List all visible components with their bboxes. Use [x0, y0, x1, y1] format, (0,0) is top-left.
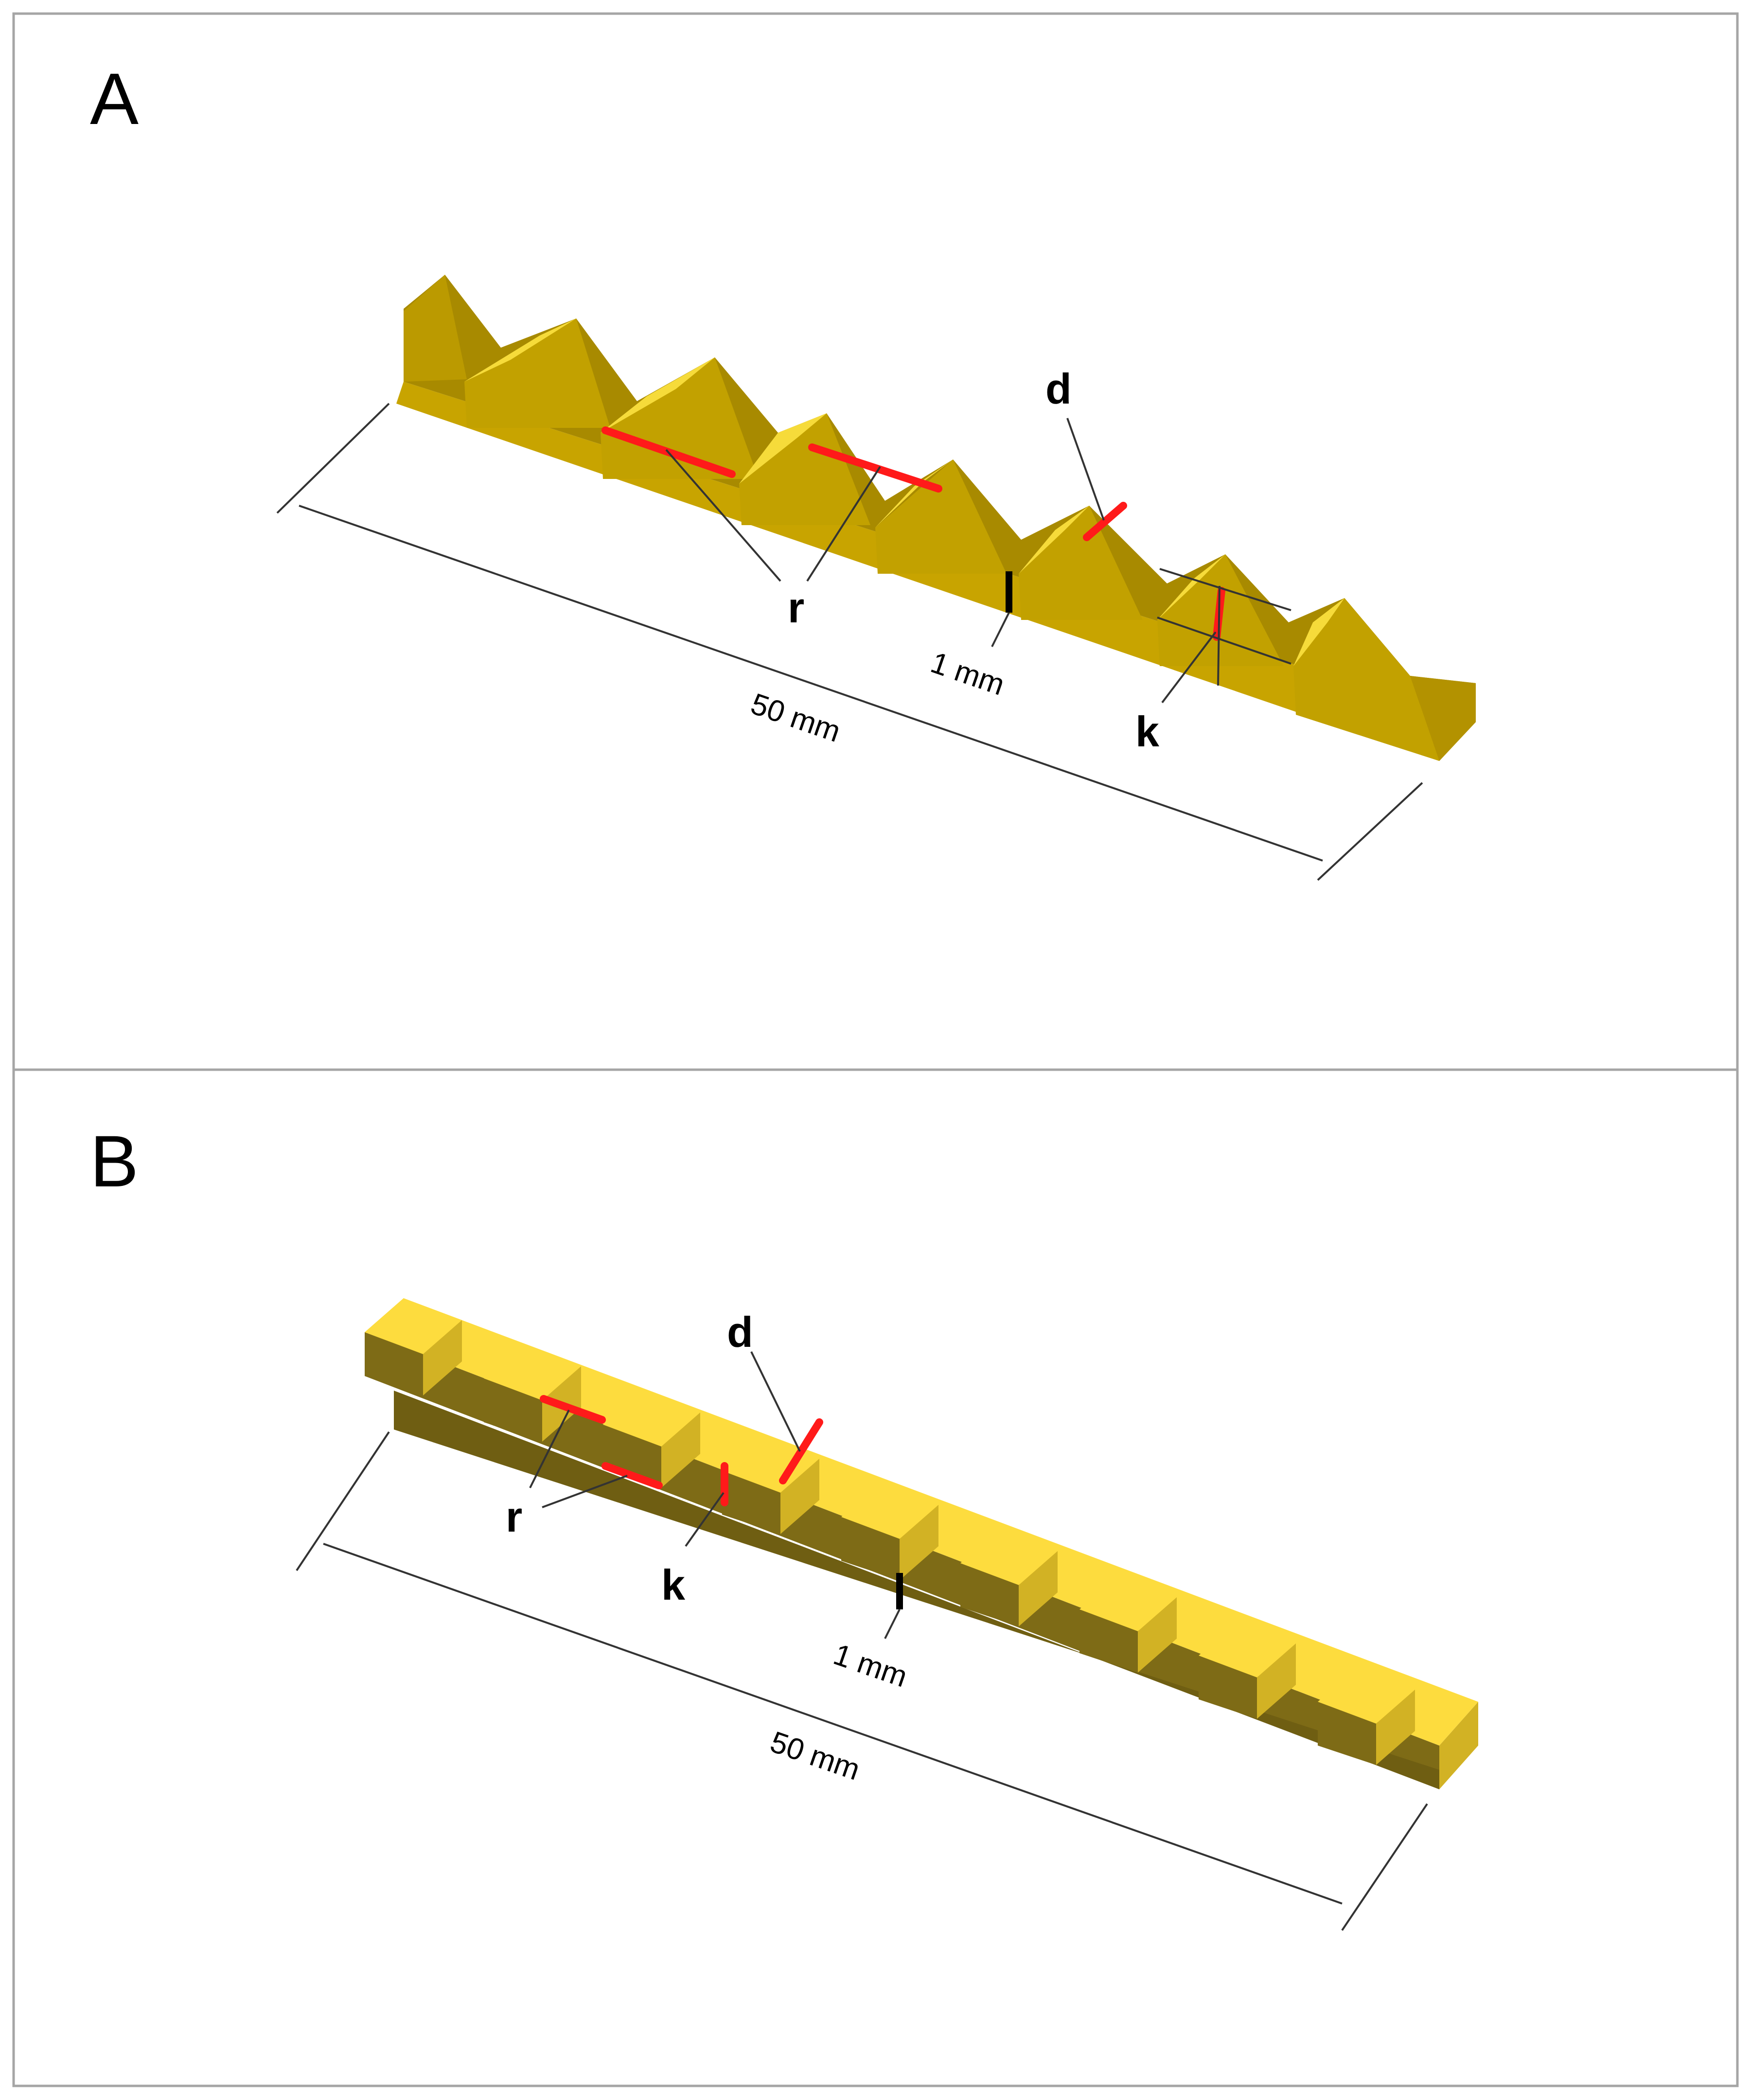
b-length-dim-left — [296, 1431, 390, 1571]
tooth-b-3-side — [661, 1412, 700, 1488]
tooth-b-9-front — [1318, 1702, 1376, 1765]
d-leader — [1066, 418, 1105, 521]
square-teeth — [365, 1298, 1415, 1765]
b-r-segment-2 — [601, 1462, 663, 1489]
bar-end-cap — [1410, 676, 1476, 761]
tooth-b-5-top — [841, 1483, 938, 1539]
bar-b-end-cap — [1439, 1702, 1478, 1789]
tooth-b-9-side — [1376, 1690, 1415, 1765]
k-guide-top — [1159, 568, 1291, 611]
tooth-b-6-top — [960, 1529, 1058, 1585]
tooth-face-5 — [875, 459, 1007, 574]
tooth-top-5 — [1019, 506, 1089, 574]
label-r: r — [788, 583, 804, 632]
panel-a-letter: A — [90, 58, 139, 140]
b-d-segment — [779, 1418, 823, 1484]
tooth-b-4-side — [780, 1459, 819, 1534]
tooth-b-4-top — [722, 1437, 819, 1493]
tooth-b-1-side — [423, 1320, 462, 1395]
r-leader-2 — [806, 466, 881, 582]
tooth-face-1 — [404, 275, 467, 382]
tooth-face-8 — [1293, 598, 1439, 761]
tooth-b-6-side — [1019, 1551, 1058, 1626]
tooth-b-8-front — [1199, 1656, 1257, 1719]
tooth-b-2-top — [484, 1344, 581, 1400]
k-guide-bottom — [1157, 617, 1291, 665]
d-segment — [1083, 502, 1127, 541]
tooth-b-1-front — [365, 1332, 423, 1395]
panel-b: B — [12, 1068, 1739, 2087]
r-segment-2 — [808, 443, 942, 493]
tooth-b-3-top — [603, 1391, 700, 1447]
tooth-top-3 — [739, 413, 827, 484]
tooth-b-8-side — [1257, 1643, 1296, 1719]
tooth-top-2 — [601, 357, 715, 433]
tooth-face-3 — [601, 357, 759, 479]
tooth-face-6 — [1019, 506, 1143, 620]
length-dim-left — [276, 403, 390, 514]
tooth-b-7-front — [1079, 1609, 1138, 1673]
b-length-dim-right — [1341, 1803, 1428, 1931]
b-k-leader — [685, 1492, 725, 1547]
b-length-dim-line — [323, 1543, 1343, 1905]
tooth-b-7-top — [1079, 1575, 1177, 1631]
height-leader — [991, 612, 1010, 647]
panel-a: A — [12, 12, 1739, 1071]
tooth-top-7 — [1293, 598, 1344, 666]
label-d: d — [1045, 365, 1072, 413]
tooth-top-6 — [1157, 554, 1225, 620]
tooth-b-6-front — [960, 1563, 1019, 1626]
r-leader-1 — [665, 449, 781, 582]
b-r-segment-1 — [540, 1395, 606, 1424]
b-label-k: k — [661, 1561, 686, 1609]
label-k: k — [1135, 707, 1160, 756]
k-leader — [1161, 631, 1217, 704]
b-r-leader-1 — [529, 1410, 570, 1488]
tooth-b-1-top — [365, 1298, 462, 1354]
tooth-b-7-side — [1138, 1597, 1177, 1673]
length-dim-right — [1317, 782, 1423, 881]
bar-b-base-front — [394, 1391, 1439, 1789]
tooth-b-9-top — [1318, 1668, 1415, 1724]
tooth-b-5-side — [900, 1505, 938, 1580]
tooth-b-8-top — [1199, 1622, 1296, 1677]
tooth-b-5-front — [841, 1517, 900, 1580]
tooth-face-2 — [464, 318, 610, 428]
k-guide-vertical — [1217, 585, 1220, 686]
tooth-b-4-front — [722, 1471, 780, 1534]
tooth-face-4 — [739, 413, 870, 525]
tooth-b-2-front — [484, 1378, 542, 1442]
tooth-top-1 — [464, 318, 576, 382]
b-d-leader — [750, 1351, 801, 1452]
b-r-leader-2 — [542, 1475, 628, 1508]
length-dim-line — [299, 505, 1323, 862]
b-height-leader — [884, 1609, 901, 1639]
b-label-r: r — [506, 1493, 522, 1541]
panel-b-letter: B — [90, 1120, 139, 1202]
b-label-d: d — [727, 1308, 753, 1356]
